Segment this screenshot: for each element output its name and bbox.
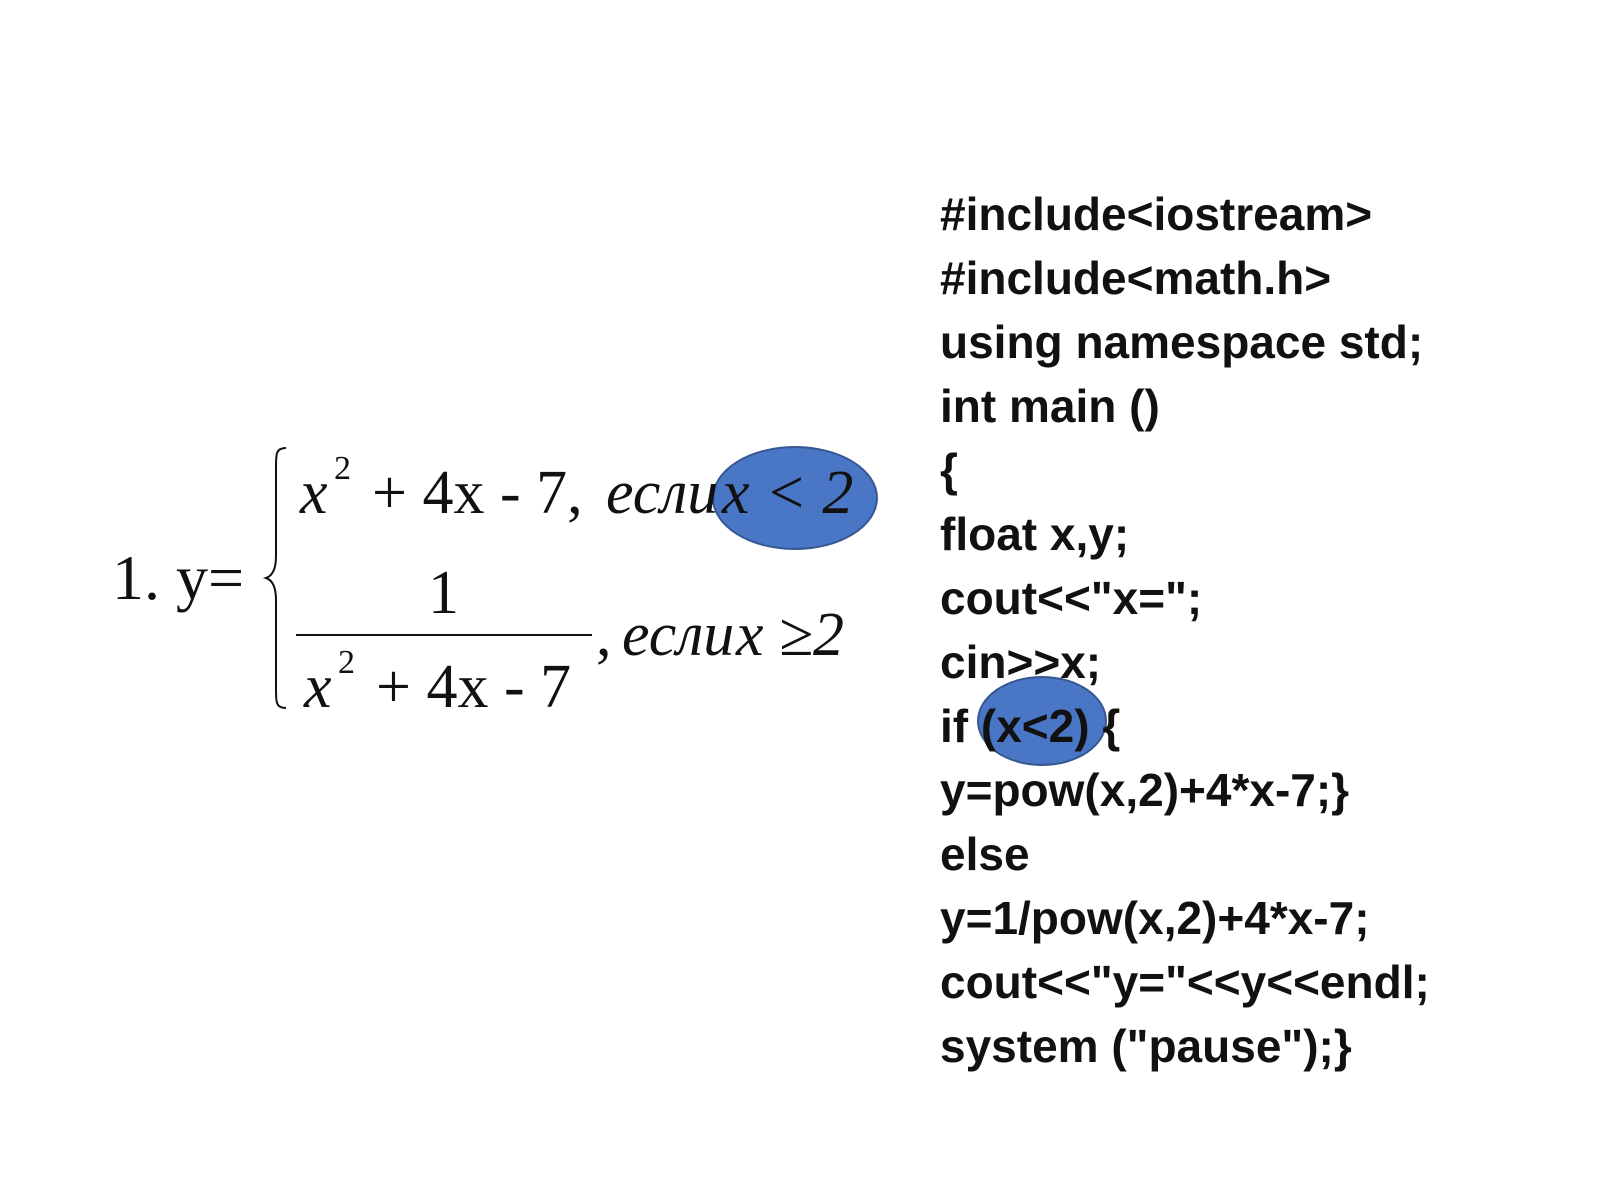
fraction-bar: [296, 634, 592, 636]
code-line: if (x<2) {: [940, 700, 1121, 752]
case1-base: x: [300, 459, 328, 527]
code-line: float x,y;: [940, 508, 1130, 560]
code-listing: #include<iostream> #include<math.h> usin…: [940, 182, 1580, 1078]
case1-condition: x < 2: [722, 459, 854, 527]
code-line: y=1/pow(x,2)+4*x-7;: [940, 892, 1370, 944]
code-line: #include<math.h>: [940, 252, 1332, 304]
case2-numerator: 1: [428, 559, 459, 627]
case2-den-expression: + 4x - 7: [376, 653, 572, 721]
case2-comma: ,: [596, 601, 612, 669]
piecewise-formula: 1. y= x 2 + 4x - 7, если x < 2 1 x 2 + 4…: [112, 446, 878, 721]
case1-expression: + 4x - 7,: [372, 459, 583, 527]
case2-condition: x ≥2: [736, 601, 845, 669]
code-line: int main (): [940, 380, 1160, 432]
code-line: #include<iostream>: [940, 188, 1373, 240]
code-line: cout<<"x=";: [940, 572, 1203, 624]
code-line: system ("pause");}: [940, 1020, 1352, 1072]
case2-if-word: если: [622, 601, 735, 669]
code-line: cout<<"y="<<y<<endl;: [940, 956, 1430, 1008]
case2-den-base: x: [304, 653, 332, 721]
highlight-oval-if-condition: [977, 676, 1107, 766]
case1-if-word: если: [606, 459, 719, 527]
code-line: else: [940, 828, 1030, 880]
code-line: y=pow(x,2)+4*x-7;}: [940, 764, 1350, 816]
formula-label: 1. y=: [112, 542, 245, 613]
case1-exponent: 2: [334, 450, 351, 487]
code-line: using namespace std;: [940, 316, 1424, 368]
left-brace: [262, 447, 287, 709]
code-line: cin>>x;: [940, 636, 1102, 688]
code-line: {: [940, 444, 958, 496]
case2-den-exponent: 2: [338, 644, 355, 681]
highlight-oval-condition: [712, 446, 878, 550]
